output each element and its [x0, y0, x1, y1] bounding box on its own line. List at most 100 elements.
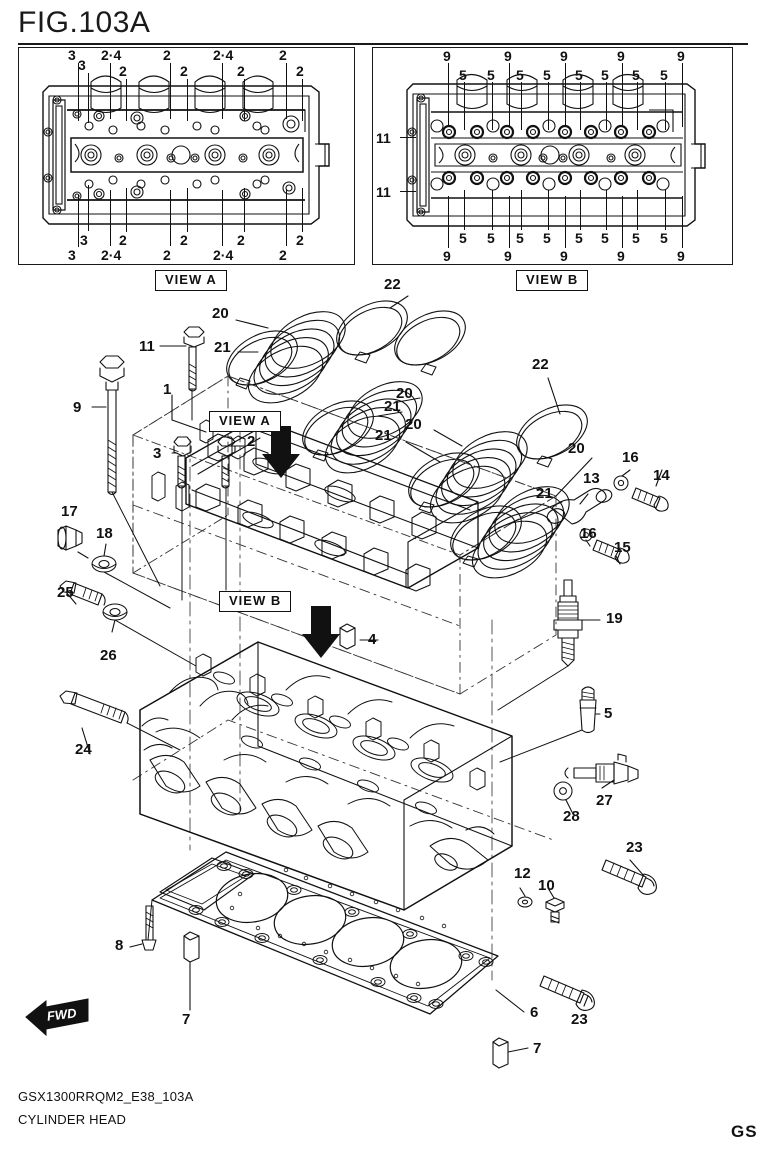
- callout-23-lower: 23: [571, 1011, 588, 1028]
- panel-a-callout-24d: 2·4: [213, 247, 234, 263]
- panel-b-callout-9-b2: 9: [504, 248, 512, 264]
- callout-22-a: 22: [384, 276, 401, 293]
- callout-16-lower: 16: [580, 525, 597, 542]
- leader-line: [548, 190, 550, 230]
- panel-b-callout-5-t2: 5: [487, 67, 495, 83]
- leader-line: [622, 63, 624, 127]
- leader-line: [509, 196, 511, 248]
- view-a-main-tag: VIEW A: [209, 411, 281, 432]
- panel-b-callout-5-t1: 5: [459, 67, 467, 83]
- callout-11: 11: [139, 338, 155, 355]
- leader-line: [565, 196, 567, 248]
- leader-line: [521, 82, 523, 130]
- panel-a-callout-24a: 2·4: [101, 47, 122, 63]
- panel-b-callout-9-t4: 9: [617, 48, 625, 64]
- callout-26: 26: [100, 647, 117, 664]
- callout-21-a: 21: [214, 339, 231, 356]
- view-a-panel-tag: VIEW A: [155, 270, 227, 291]
- panel-b-callout-5-b7: 5: [632, 230, 640, 246]
- leader-line: [110, 63, 112, 119]
- callout-21-d: 21: [536, 485, 553, 502]
- view-b-drawing: [406, 73, 706, 227]
- callout-20-b: 20: [396, 385, 413, 402]
- panel-a-callout-2f: 2: [296, 63, 304, 79]
- panel-a-callout-2h: 2: [180, 232, 188, 248]
- leader-line: [580, 190, 582, 230]
- panel-b-callout-5-b4: 5: [543, 230, 551, 246]
- leader-line: [637, 190, 639, 230]
- brand-mark: GS: [731, 1122, 758, 1141]
- panel-a-callout-2g: 2: [119, 232, 127, 248]
- panel-b-callout-5-t5: 5: [575, 67, 583, 83]
- leader-line: [170, 190, 172, 246]
- leader-line: [665, 190, 667, 230]
- leader-line: [110, 190, 112, 246]
- view-b-panel: [372, 47, 733, 265]
- panel-b-callout-9-b3: 9: [560, 248, 568, 264]
- callout-1: 1: [163, 381, 172, 398]
- leader-line: [400, 191, 416, 193]
- fwd-direction-badge: FWD: [25, 998, 89, 1037]
- panel-a-callout-3d: 3: [68, 247, 76, 263]
- leader-line: [78, 195, 80, 247]
- fwd-label: FWD: [46, 1005, 78, 1024]
- panel-b-callout-9-t5: 9: [677, 48, 685, 64]
- panel-a-callout-2l: 2: [279, 247, 287, 263]
- leader-line: [286, 190, 288, 246]
- leader-line: [222, 190, 224, 246]
- panel-a-callout-2d: 2: [237, 63, 245, 79]
- callout-3: 3: [153, 445, 162, 462]
- panel-b-callout-5-t8: 5: [660, 67, 668, 83]
- leader-line: [521, 190, 523, 230]
- callout-19: 19: [606, 610, 623, 627]
- callout-7-right: 7: [533, 1040, 542, 1057]
- leader-line: [492, 190, 494, 230]
- panel-b-callout-5-b8: 5: [660, 230, 668, 246]
- panel-b-callout-5-t3: 5: [516, 67, 524, 83]
- callout-20-a: 20: [212, 305, 229, 322]
- leader-line: [244, 188, 246, 232]
- callout-28: 28: [563, 808, 580, 825]
- panel-a-callout-3a: 3: [68, 47, 76, 63]
- callout-17: 17: [61, 503, 78, 520]
- leader-line: [606, 82, 608, 130]
- panel-b-callout-5-b6: 5: [601, 230, 609, 246]
- leader-line: [665, 82, 667, 130]
- callout-24: 24: [75, 741, 92, 758]
- callout-22-b: 22: [532, 356, 549, 373]
- leader-line: [464, 190, 466, 230]
- leader-line: [78, 63, 80, 121]
- panel-a-callout-24c: 2·4: [101, 247, 122, 263]
- header-divider: [18, 43, 748, 45]
- leader-line: [302, 79, 304, 121]
- panel-b-callout-5-t6: 5: [601, 67, 609, 83]
- leader-line: [682, 63, 684, 127]
- panel-a-callout-3c: 3: [80, 232, 88, 248]
- panel-b-callout-5-t7: 5: [632, 67, 640, 83]
- leader-line: [126, 79, 128, 121]
- leader-line: [448, 63, 450, 127]
- panel-b-callout-9-b1: 9: [443, 248, 451, 264]
- leader-line: [187, 79, 189, 121]
- callout-18: 18: [96, 525, 113, 542]
- panel-a-callout-2k: 2: [296, 232, 304, 248]
- callout-14: 14: [653, 467, 670, 484]
- panel-a-callout-2e: 2: [279, 47, 287, 63]
- callout-13: 13: [583, 470, 600, 487]
- panel-a-callout-2b: 2: [163, 47, 171, 63]
- panel-b-callout-9-t3: 9: [560, 48, 568, 64]
- panel-b-callout-9-t1: 9: [443, 48, 451, 64]
- callout-9: 9: [73, 399, 82, 416]
- callout-23-upper: 23: [626, 839, 643, 856]
- view-b-main-tag: VIEW B: [219, 591, 292, 612]
- panel-a-callout-3b: 3: [78, 57, 86, 73]
- panel-b-callout-5-b1: 5: [459, 230, 467, 246]
- leader-line: [400, 137, 416, 139]
- leader-line: [222, 63, 224, 119]
- view-a-panel: [18, 47, 355, 265]
- leader-line: [244, 79, 246, 121]
- panel-b-callout-9-b4: 9: [617, 248, 625, 264]
- callout-6: 6: [530, 1004, 539, 1021]
- page-title: FIG.103A: [18, 6, 151, 39]
